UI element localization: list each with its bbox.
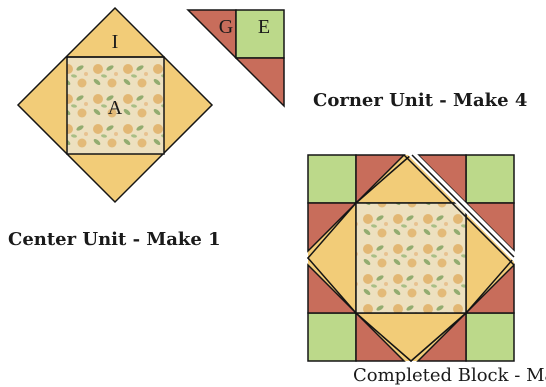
- block-rust-bottom-left: [355, 311, 406, 362]
- center-unit-patch-label-center: A: [108, 97, 123, 119]
- corner-unit-square-e: [235, 9, 285, 59]
- block-insert-gap: [404, 151, 522, 270]
- block-rust-left-top: [307, 202, 358, 253]
- center-unit: I A: [16, 6, 214, 204]
- block-rust-top-left: [355, 154, 406, 205]
- center-unit-patch-label-top: I: [112, 31, 119, 53]
- corner-unit: G E: [186, 9, 285, 108]
- center-unit-floral-square: [66, 56, 165, 155]
- corner-unit-patch-label-left: G: [219, 16, 233, 38]
- corner-unit-patch-label-right: E: [258, 16, 270, 38]
- block-square-br: [465, 312, 515, 362]
- completed-block-caption: Completed Block - Make 9: [353, 365, 546, 386]
- completed-block: [306, 153, 516, 363]
- block-square-tl: [307, 154, 357, 204]
- block-rust-right-bottom: [464, 263, 515, 314]
- block-square-bl: [307, 312, 357, 362]
- center-unit-caption: Center Unit - Make 1: [8, 229, 221, 250]
- block-rust-bottom-right: [416, 311, 467, 362]
- corner-unit-triangle-bottom: [234, 57, 285, 108]
- corner-unit-caption: Corner Unit - Make 4: [313, 90, 527, 111]
- block-square-tr: [465, 154, 515, 204]
- block-rust-left-bottom: [307, 263, 358, 314]
